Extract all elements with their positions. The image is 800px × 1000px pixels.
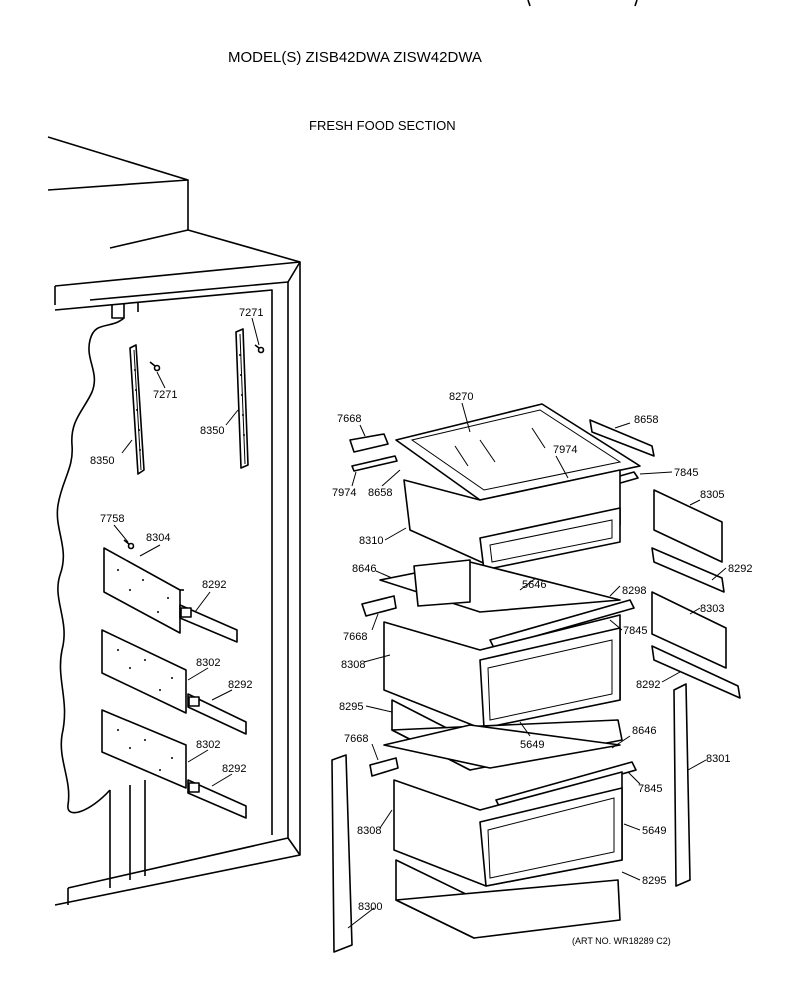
part-label: 7271 <box>153 389 177 401</box>
part-label: 8350 <box>90 455 114 467</box>
part-label: 8301 <box>706 753 730 765</box>
frame-8295-lower <box>395 859 621 939</box>
rail-8292-right-a <box>651 547 725 593</box>
part-label: 8298 <box>622 585 646 597</box>
part-label: 8646 <box>352 563 376 575</box>
door-bin-8302-a <box>101 629 187 714</box>
part-label: 5646 <box>522 579 546 591</box>
part-label: 8646 <box>632 725 656 737</box>
part-label: 8310 <box>359 535 383 547</box>
part-label: 8292 <box>636 679 660 691</box>
rail-8292-right-b <box>651 645 741 699</box>
part-label: 8350 <box>200 425 224 437</box>
trim-7668-top <box>349 433 389 453</box>
bracket-8292-c <box>187 779 247 819</box>
part-label: 8302 <box>196 657 220 669</box>
screw-7271-b <box>254 344 265 354</box>
part-label: 8658 <box>634 414 658 426</box>
part-label: 7845 <box>623 625 647 637</box>
drawer-8310 <box>403 469 621 571</box>
art-number: (ART NO. WR18289 C2) <box>572 936 671 946</box>
part-label: 8308 <box>341 659 365 671</box>
part-label: 8295 <box>642 875 666 887</box>
part-label: 7845 <box>674 467 698 479</box>
shelf-rail-left <box>129 344 145 475</box>
part-label: 8304 <box>146 532 170 544</box>
part-label: 7758 <box>100 513 124 525</box>
part-label: 7974 <box>332 487 356 499</box>
bracket-8292-a <box>179 604 238 643</box>
part-label: 7845 <box>638 783 662 795</box>
part-label: 8658 <box>368 487 392 499</box>
rail-8303 <box>651 591 727 669</box>
cabinet-outline <box>47 136 301 906</box>
trim-7668-lower <box>369 757 399 777</box>
section-title: FRESH FOOD SECTION <box>309 118 456 133</box>
part-label: 8308 <box>357 825 381 837</box>
model-title: MODEL(S) ZISB42DWA ZISW42DWA <box>228 49 482 66</box>
part-label: 5649 <box>520 739 544 751</box>
leader-lines <box>113 317 727 929</box>
rail-8305 <box>653 489 723 563</box>
glass-shelf-8270 <box>395 403 641 501</box>
part-label: 8302 <box>196 739 220 751</box>
trim-7845-middle <box>489 599 635 649</box>
part-label: 8270 <box>449 391 473 403</box>
part-label: 8292 <box>222 763 246 775</box>
bracket-8658-right <box>589 419 655 457</box>
part-labels: 7271 7271 8350 8350 7758 8304 8292 8302 … <box>90 307 752 913</box>
part-label: 8300 <box>358 901 382 913</box>
bracket-8292-b <box>187 693 247 735</box>
trim-7974-left <box>351 455 398 472</box>
part-label: 7974 <box>553 444 577 456</box>
long-rail-8300 <box>331 754 353 953</box>
long-rail-8301 <box>673 683 691 887</box>
drawer-8308-lower <box>393 771 623 887</box>
part-label: 8305 <box>700 489 724 501</box>
cover-8646-upper <box>379 559 621 613</box>
part-label: 8303 <box>700 603 724 615</box>
drawer-8308-upper <box>383 614 621 729</box>
part-label: 7668 <box>337 413 361 425</box>
part-label: 8292 <box>728 563 752 575</box>
part-label: 7271 <box>239 307 263 319</box>
screw-7271-a <box>149 361 161 372</box>
screw-7758 <box>123 539 135 550</box>
part-label: 5649 <box>642 825 666 837</box>
door-bin-8304 <box>103 547 184 634</box>
part-label: 8292 <box>202 579 226 591</box>
top-edge-marks <box>527 0 638 7</box>
part-label: 7668 <box>344 733 368 745</box>
trim-7668-middle <box>361 595 397 617</box>
part-label: 8295 <box>339 701 363 713</box>
door-bin-8302-b <box>101 709 187 789</box>
shelf-rail-right <box>235 328 249 469</box>
part-label: 7668 <box>343 631 367 643</box>
part-label: 8292 <box>228 679 252 691</box>
cover-8646-lower <box>383 724 621 769</box>
